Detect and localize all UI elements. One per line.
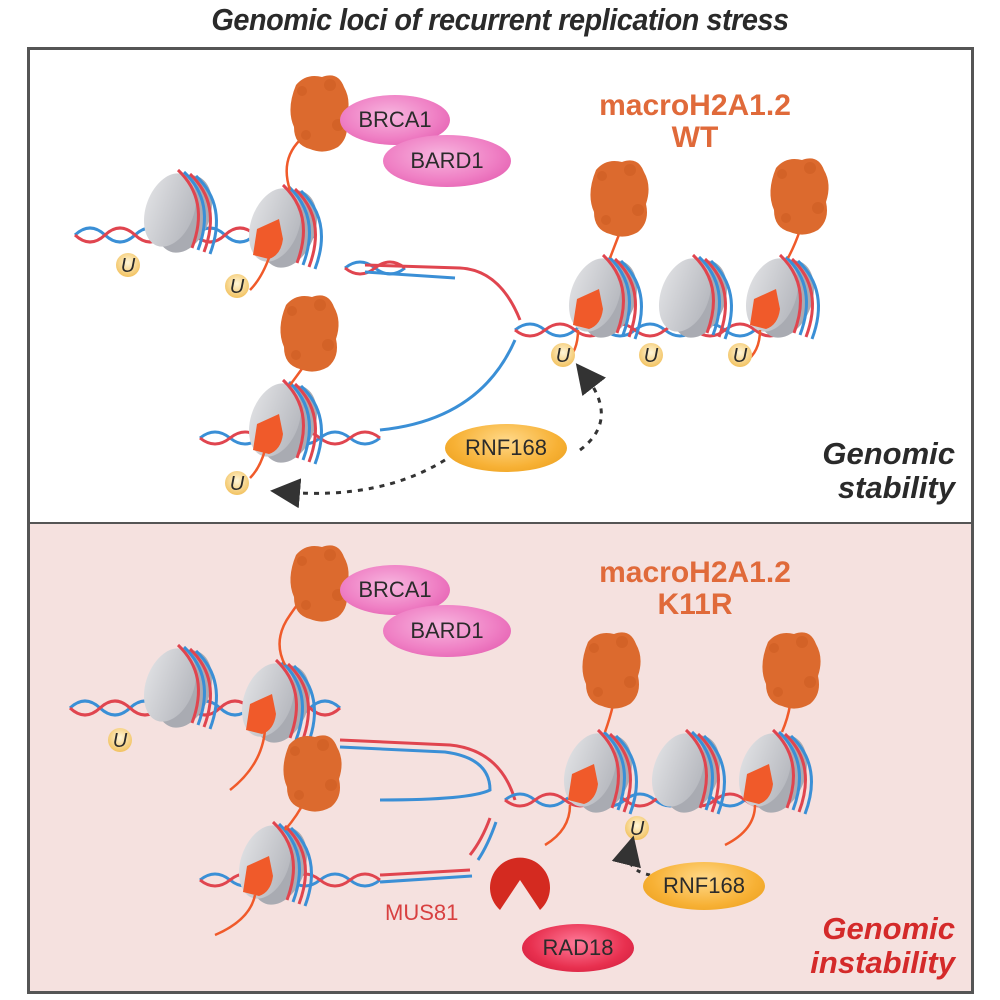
- figure-title: Genomic loci of recurrent replication st…: [211, 2, 789, 37]
- wt-condition-label: macroH2A1.2 WT: [565, 90, 825, 154]
- outcome-line2: instability: [810, 945, 955, 980]
- rnf168-protein: RNF168: [643, 862, 765, 910]
- rad18-protein: RAD18: [522, 924, 634, 972]
- rad18-label: RAD18: [542, 935, 614, 960]
- outcome-line1: Genomic: [822, 436, 955, 471]
- rnf168-label: RNF168: [663, 873, 745, 898]
- brca1-label: BRCA1: [358, 107, 432, 132]
- mus81-label: MUS81: [385, 900, 459, 925]
- outcome-line1: Genomic: [822, 911, 955, 946]
- condition-variant: WT: [671, 121, 719, 154]
- condition-protein: macroH2A1.2: [599, 556, 791, 589]
- bard1-label: BARD1: [410, 148, 484, 173]
- bard1-protein: BARD1: [383, 605, 511, 657]
- brca1-label: BRCA1: [358, 577, 432, 602]
- wt-outcome-label: Genomic stability: [822, 437, 955, 505]
- k11r-condition-label: macroH2A1.2 K11R: [565, 557, 825, 621]
- bard1-label: BARD1: [410, 618, 484, 643]
- condition-variant: K11R: [657, 588, 733, 621]
- rnf168-label: RNF168: [465, 435, 547, 460]
- bard1-protein: BARD1: [383, 135, 511, 187]
- condition-protein: macroH2A1.2: [599, 89, 791, 122]
- k11r-outcome-label: Genomic instability: [810, 912, 955, 980]
- brca1-protein: BRCA1: [340, 95, 450, 145]
- rnf168-protein: RNF168: [445, 424, 567, 472]
- outcome-line2: stability: [837, 470, 955, 505]
